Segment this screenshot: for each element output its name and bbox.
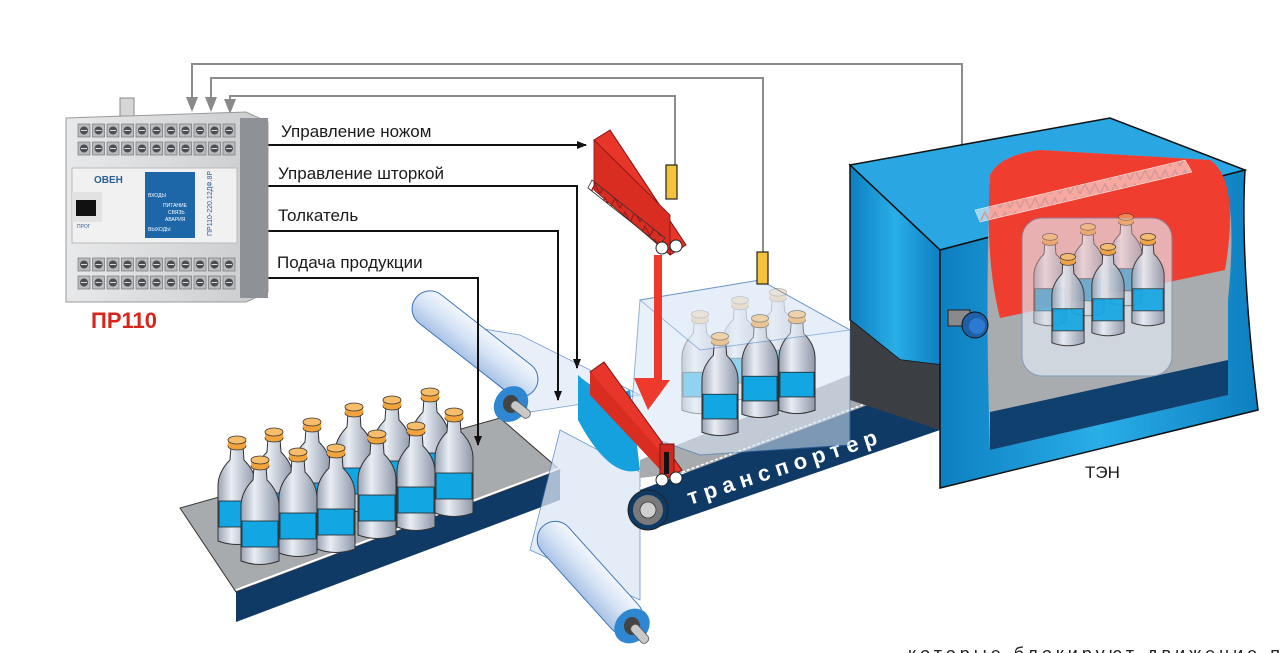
svg-text:ПИТАНИЕ: ПИТАНИЕ — [163, 203, 188, 209]
knife-assembly — [587, 129, 687, 410]
programming-port — [76, 200, 96, 216]
arrow-head-pack — [205, 97, 217, 112]
svg-text:СВЯЗЬ: СВЯЗЬ — [168, 210, 185, 216]
label-knife-control: Управление ножом — [281, 122, 431, 141]
terminal-block-top — [77, 123, 236, 156]
svg-text:ВХОДЫ: ВХОДЫ — [148, 193, 166, 199]
status-panel — [145, 172, 195, 238]
bottle — [278, 447, 318, 557]
wire-pusher — [268, 230, 562, 401]
footer-text: которые блокируют движение п — [908, 644, 1282, 653]
bottle — [778, 310, 816, 415]
plc-model: ПР110-220.12ДФ.8Р — [207, 171, 214, 236]
terminal-block-bottom — [77, 257, 236, 290]
heater-label: ТЭН — [1085, 463, 1120, 482]
film-rolls — [411, 290, 650, 644]
bottle — [240, 455, 280, 565]
label-curtain-control: Управление шторкой — [278, 164, 444, 183]
bottle — [434, 407, 474, 517]
arrow-head-knife — [224, 99, 236, 114]
bottles-infeed — [217, 387, 474, 565]
svg-text:АВАРИЯ: АВАРИЯ — [165, 217, 186, 223]
brand-logo: ОВЕН — [94, 175, 123, 186]
plc-controller: ПРОГ ОВЕН ВХОДЫ ПИТАНИЕ СВЯЗЬ АВАРИЯ ВЫХ… — [65, 97, 269, 333]
wire-curtain — [268, 185, 581, 369]
bottle — [316, 443, 356, 553]
arrow-head-oven — [186, 97, 198, 112]
control-wires: Управление ножом Управление шторкой Толк… — [268, 122, 587, 446]
bottle — [1091, 243, 1125, 337]
plc-title: ПР110 — [91, 308, 157, 333]
heating-element-bg — [975, 160, 1192, 222]
svg-text:ВЫХОДЫ: ВЫХОДЫ — [148, 227, 171, 233]
label-product-feed: Подача продукции — [277, 253, 423, 272]
knife-motion-arrow-icon — [634, 255, 670, 410]
bottle — [1051, 253, 1085, 347]
shrink-wrapped-pack — [1021, 213, 1173, 377]
feedback-wire-pack — [210, 77, 764, 252]
bottle — [1131, 233, 1165, 327]
bottle — [701, 332, 739, 437]
label-pusher: Толкатель — [278, 206, 358, 225]
bottle — [396, 421, 436, 531]
pack-sensor — [756, 251, 769, 285]
bottle — [741, 314, 779, 419]
knife-sensor — [665, 164, 678, 200]
curtain-assembly — [578, 361, 683, 487]
pack-in-film — [629, 279, 852, 456]
bottle — [357, 429, 397, 539]
oven-sensor — [947, 309, 989, 339]
shrink-tunnel: ТЭН — [848, 117, 1259, 489]
prog-port-label: ПРОГ — [77, 224, 91, 230]
wire-feed — [268, 277, 482, 446]
